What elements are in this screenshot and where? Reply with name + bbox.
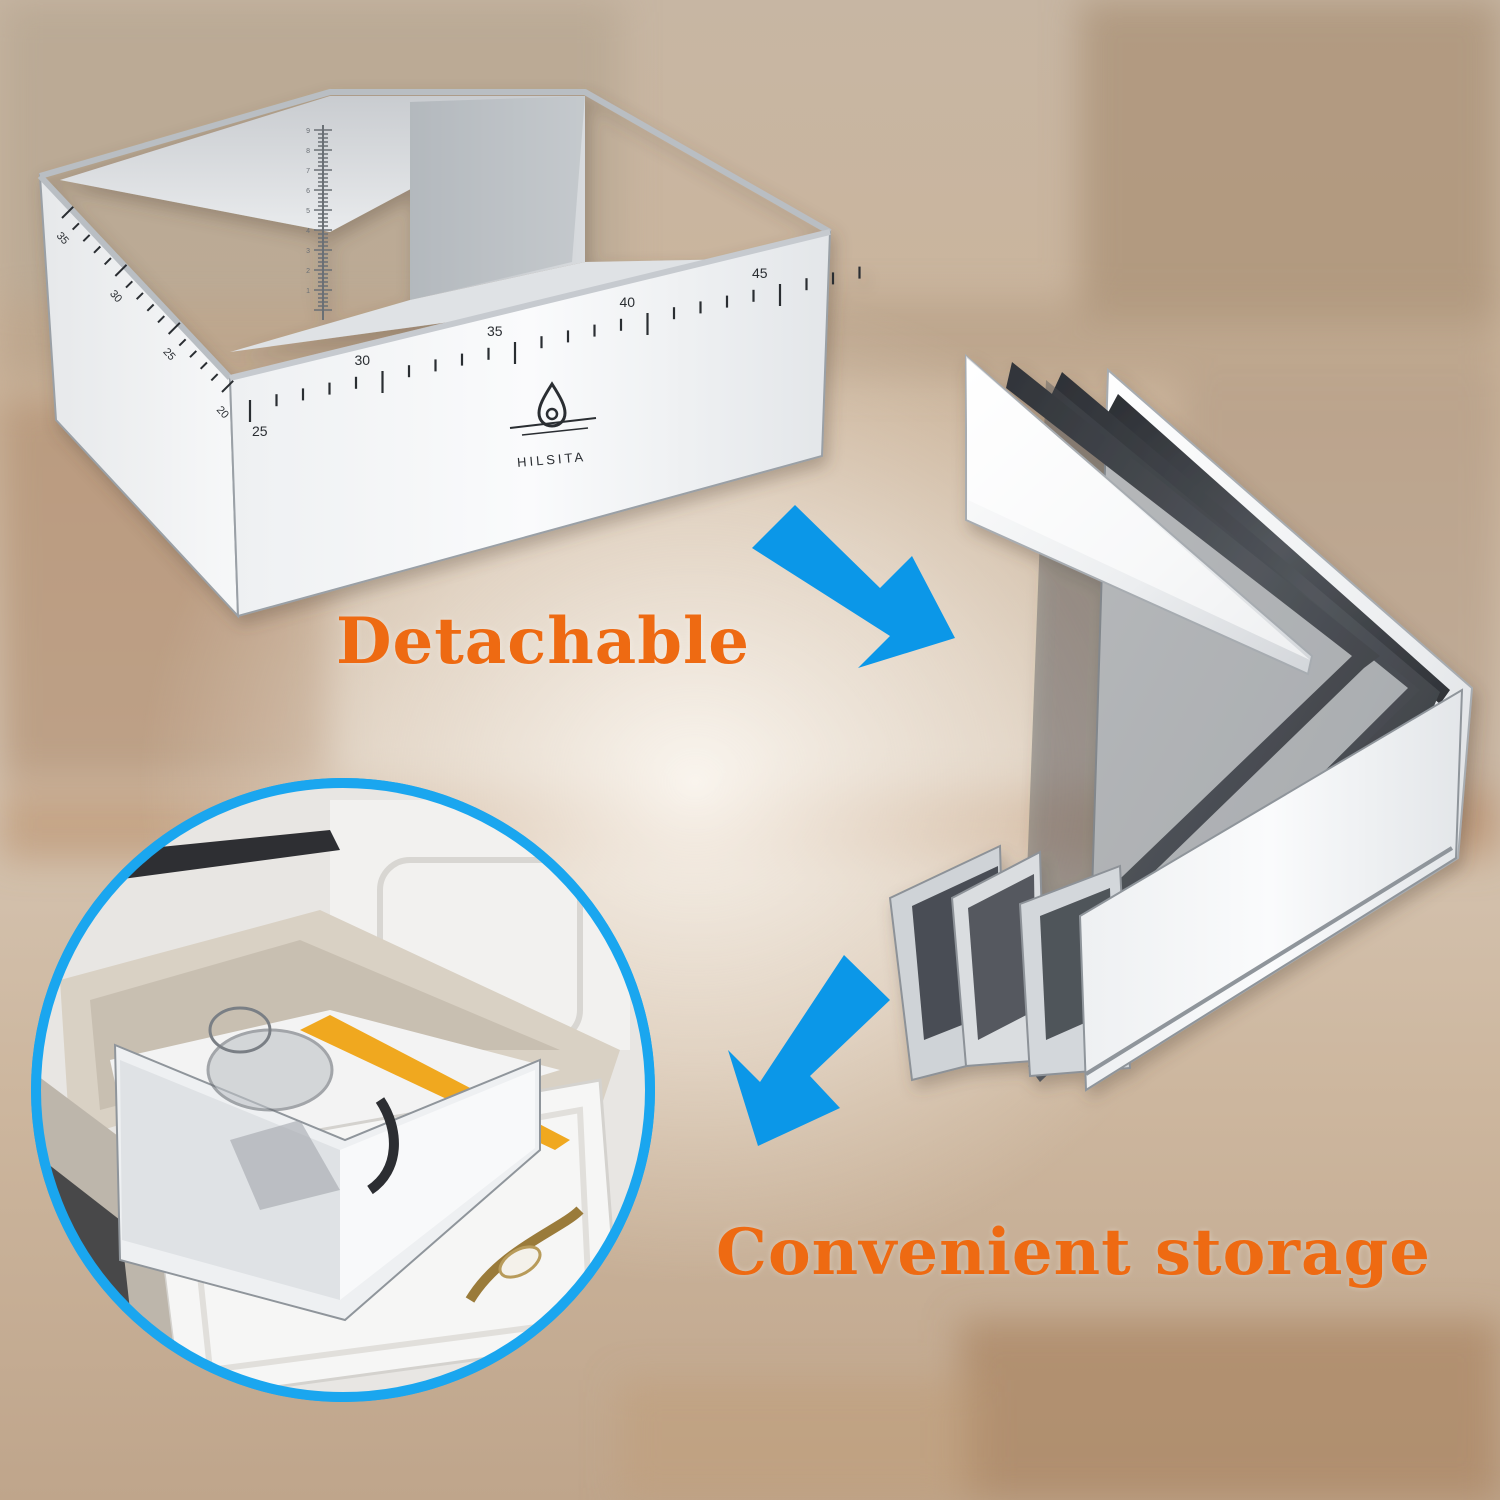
- inner-ruler-label: 6: [306, 188, 310, 195]
- inner-ruler-label: 7: [306, 168, 310, 175]
- inner-ruler-label: 2: [306, 268, 310, 275]
- side-ruler-tick: [167, 322, 181, 335]
- side-ruler-tick: [146, 303, 155, 312]
- inner-ruler-label: 8: [306, 148, 310, 155]
- side-ruler-tick: [71, 222, 80, 231]
- caption-convenient-storage: Convenient storage: [716, 1215, 1431, 1290]
- front-ruler-label: 35: [487, 323, 503, 339]
- side-ruler-tick: [125, 280, 134, 289]
- side-ruler-tick: [157, 315, 166, 324]
- arrow-down-right-icon: [752, 505, 955, 668]
- side-ruler-tick: [210, 373, 219, 382]
- side-ruler-tick: [221, 380, 234, 393]
- front-ruler-label: 45: [752, 265, 768, 281]
- inner-ruler-label: 9: [306, 128, 310, 135]
- side-ruler-tick: [114, 264, 128, 277]
- front-ruler-label: 30: [355, 352, 371, 368]
- side-ruler-tick: [135, 292, 144, 300]
- side-ruler-tick: [178, 338, 187, 347]
- side-ruler-tick: [82, 234, 91, 242]
- drawer-storage-photo: [31, 778, 655, 1402]
- side-ruler-tick: [103, 257, 112, 266]
- brand-name: HILSITA: [516, 449, 586, 470]
- side-ruler-tick: [93, 245, 102, 254]
- inner-ruler-label: 3: [306, 248, 310, 255]
- detached-l-panels: [888, 353, 1474, 1092]
- arrow-down-left-icon: [728, 955, 890, 1146]
- front-ruler-label: 25: [252, 423, 268, 439]
- front-ruler-label: 40: [620, 294, 636, 310]
- caption-detachable: Detachable: [336, 604, 750, 679]
- side-ruler-tick: [199, 361, 208, 370]
- inner-ruler-label: 4: [306, 228, 310, 235]
- inner-ruler-label: 5: [306, 208, 310, 215]
- hilsita-drop-logo: [509, 381, 597, 436]
- side-ruler-tick: [61, 206, 74, 219]
- side-ruler-tick: [189, 350, 198, 358]
- inner-ruler-label: 1: [306, 288, 310, 295]
